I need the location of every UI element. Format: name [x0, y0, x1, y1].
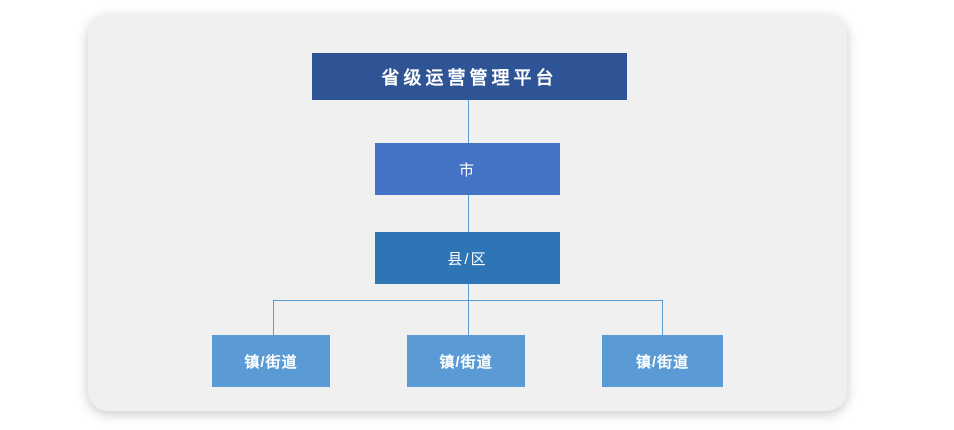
node-town-street-2: 镇/街道: [407, 335, 525, 387]
node-town-street-3: 镇/街道: [602, 335, 723, 387]
connector-city-county: [468, 195, 469, 232]
connector-provincial-city: [468, 100, 469, 143]
connector-horizontal-rail: [273, 300, 663, 301]
node-county-district: 县/区: [375, 232, 560, 284]
connector-rail-town-1: [273, 300, 274, 335]
node-city: 市: [375, 143, 560, 195]
connector-rail-town-3: [662, 300, 663, 335]
connector-county-spine: [468, 284, 469, 335]
node-town-street-1: 镇/街道: [212, 335, 330, 387]
node-provincial-platform: 省级运营管理平台: [312, 53, 627, 100]
